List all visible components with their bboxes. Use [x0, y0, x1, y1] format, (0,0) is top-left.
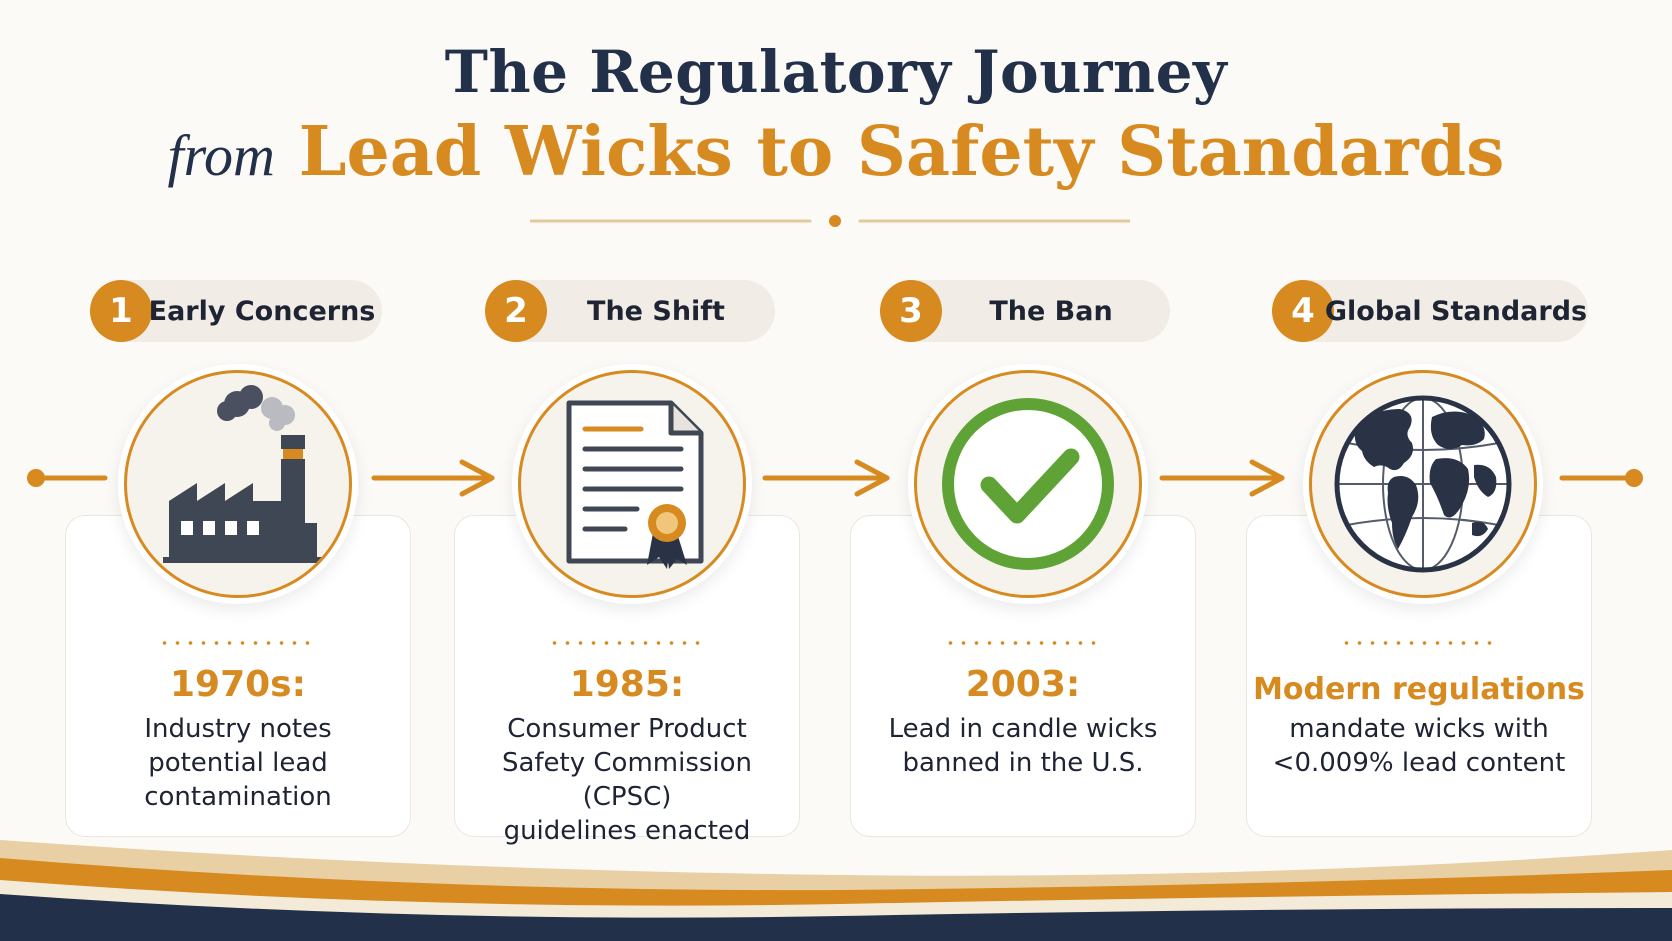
step-desc-1-line-3: contamination — [144, 782, 332, 812]
subtitle-main: Lead Wicks to Safety Standards — [298, 112, 1505, 192]
bottom-wave-decoration — [0, 840, 1672, 941]
step-header-4: 4 Global Standards — [1272, 280, 1588, 342]
step-label-2: The Shift — [587, 295, 725, 327]
dotted-separator-4 — [1340, 640, 1500, 646]
subtitle-lead: from — [167, 123, 275, 188]
checkmark-icon — [942, 398, 1114, 570]
step-header-1: 1 Early Concerns — [90, 280, 382, 342]
step-year-1: 1970s: — [169, 664, 307, 705]
step-number-3: 3 — [880, 280, 942, 342]
dotted-separator-1 — [158, 640, 318, 646]
step-year-4: Modern regulations — [1253, 672, 1585, 707]
icon-circle-2 — [512, 364, 752, 604]
step-label-4: Global Standards — [1324, 295, 1588, 327]
title-divider — [530, 215, 1130, 227]
icon-circle-3 — [908, 364, 1148, 604]
step-desc-2: Consumer Product Safety Commission (CPSC… — [454, 712, 800, 848]
step-card-2 — [454, 515, 800, 837]
step-header-2: 2 The Shift — [485, 280, 775, 342]
step-number-1: 1 — [90, 280, 152, 342]
step-number-2: 2 — [485, 280, 547, 342]
page-title: The Regulatory Journey — [444, 38, 1228, 106]
step-label-3: The Ban — [989, 295, 1113, 327]
step-header-3: 3 The Ban — [880, 280, 1170, 342]
step-desc-3-line-2: banned in the U.S. — [902, 748, 1144, 778]
step-desc-2-line-1: Consumer Product — [507, 714, 747, 744]
step-desc-3-line-1: Lead in candle wicks — [888, 714, 1158, 744]
certificate-document-icon — [566, 400, 704, 569]
step-desc-4: mandate wicks with <0.009% lead content — [1246, 712, 1592, 780]
step-desc-3: Lead in candle wicks banned in the U.S. — [850, 712, 1196, 780]
step-year-3: 2003: — [965, 664, 1081, 705]
step-desc-4-line-1: mandate wicks with — [1289, 714, 1549, 744]
page-subtitle: from Lead Wicks to Safety Standards — [0, 112, 1672, 192]
step-desc-4-line-2: <0.009% lead content — [1272, 748, 1566, 778]
step-desc-1: Industry notes potential lead contaminat… — [65, 712, 411, 814]
dotted-separator-3 — [944, 640, 1104, 646]
step-desc-2-line-3: guidelines enacted — [503, 816, 751, 846]
step-year-2: 1985: — [569, 664, 685, 705]
dotted-separator-2 — [548, 640, 708, 646]
globe-icon — [1334, 395, 1512, 573]
factory-icon — [163, 385, 323, 563]
step-desc-1-line-2: potential lead — [148, 748, 328, 778]
step-desc-1-line-1: Industry notes — [144, 714, 332, 744]
icon-circle-1 — [118, 364, 358, 604]
step-label-1: Early Concerns — [148, 295, 376, 327]
icon-circle-4 — [1303, 364, 1543, 604]
step-number-4: 4 — [1272, 280, 1334, 342]
step-desc-2-line-2: Safety Commission (CPSC) — [501, 748, 753, 812]
